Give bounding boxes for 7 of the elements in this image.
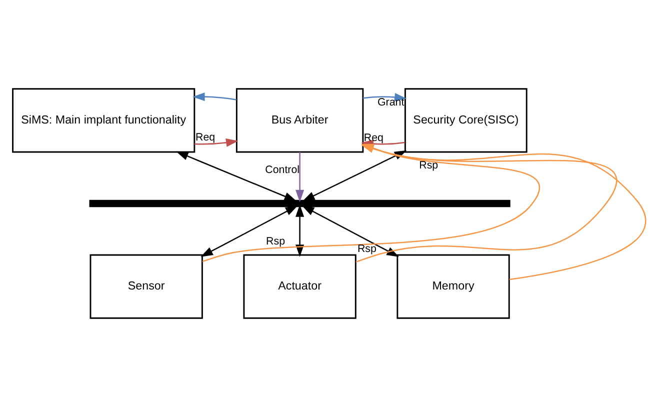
edge-label: Req	[364, 132, 384, 144]
edge-label: Control	[265, 164, 300, 176]
edge-label: Rsp	[419, 160, 438, 172]
edge-label: Req	[196, 132, 216, 144]
edge-label: Rsp	[266, 235, 286, 248]
edge-label: Grant	[378, 96, 404, 108]
edge-label: Rsp	[357, 242, 376, 255]
